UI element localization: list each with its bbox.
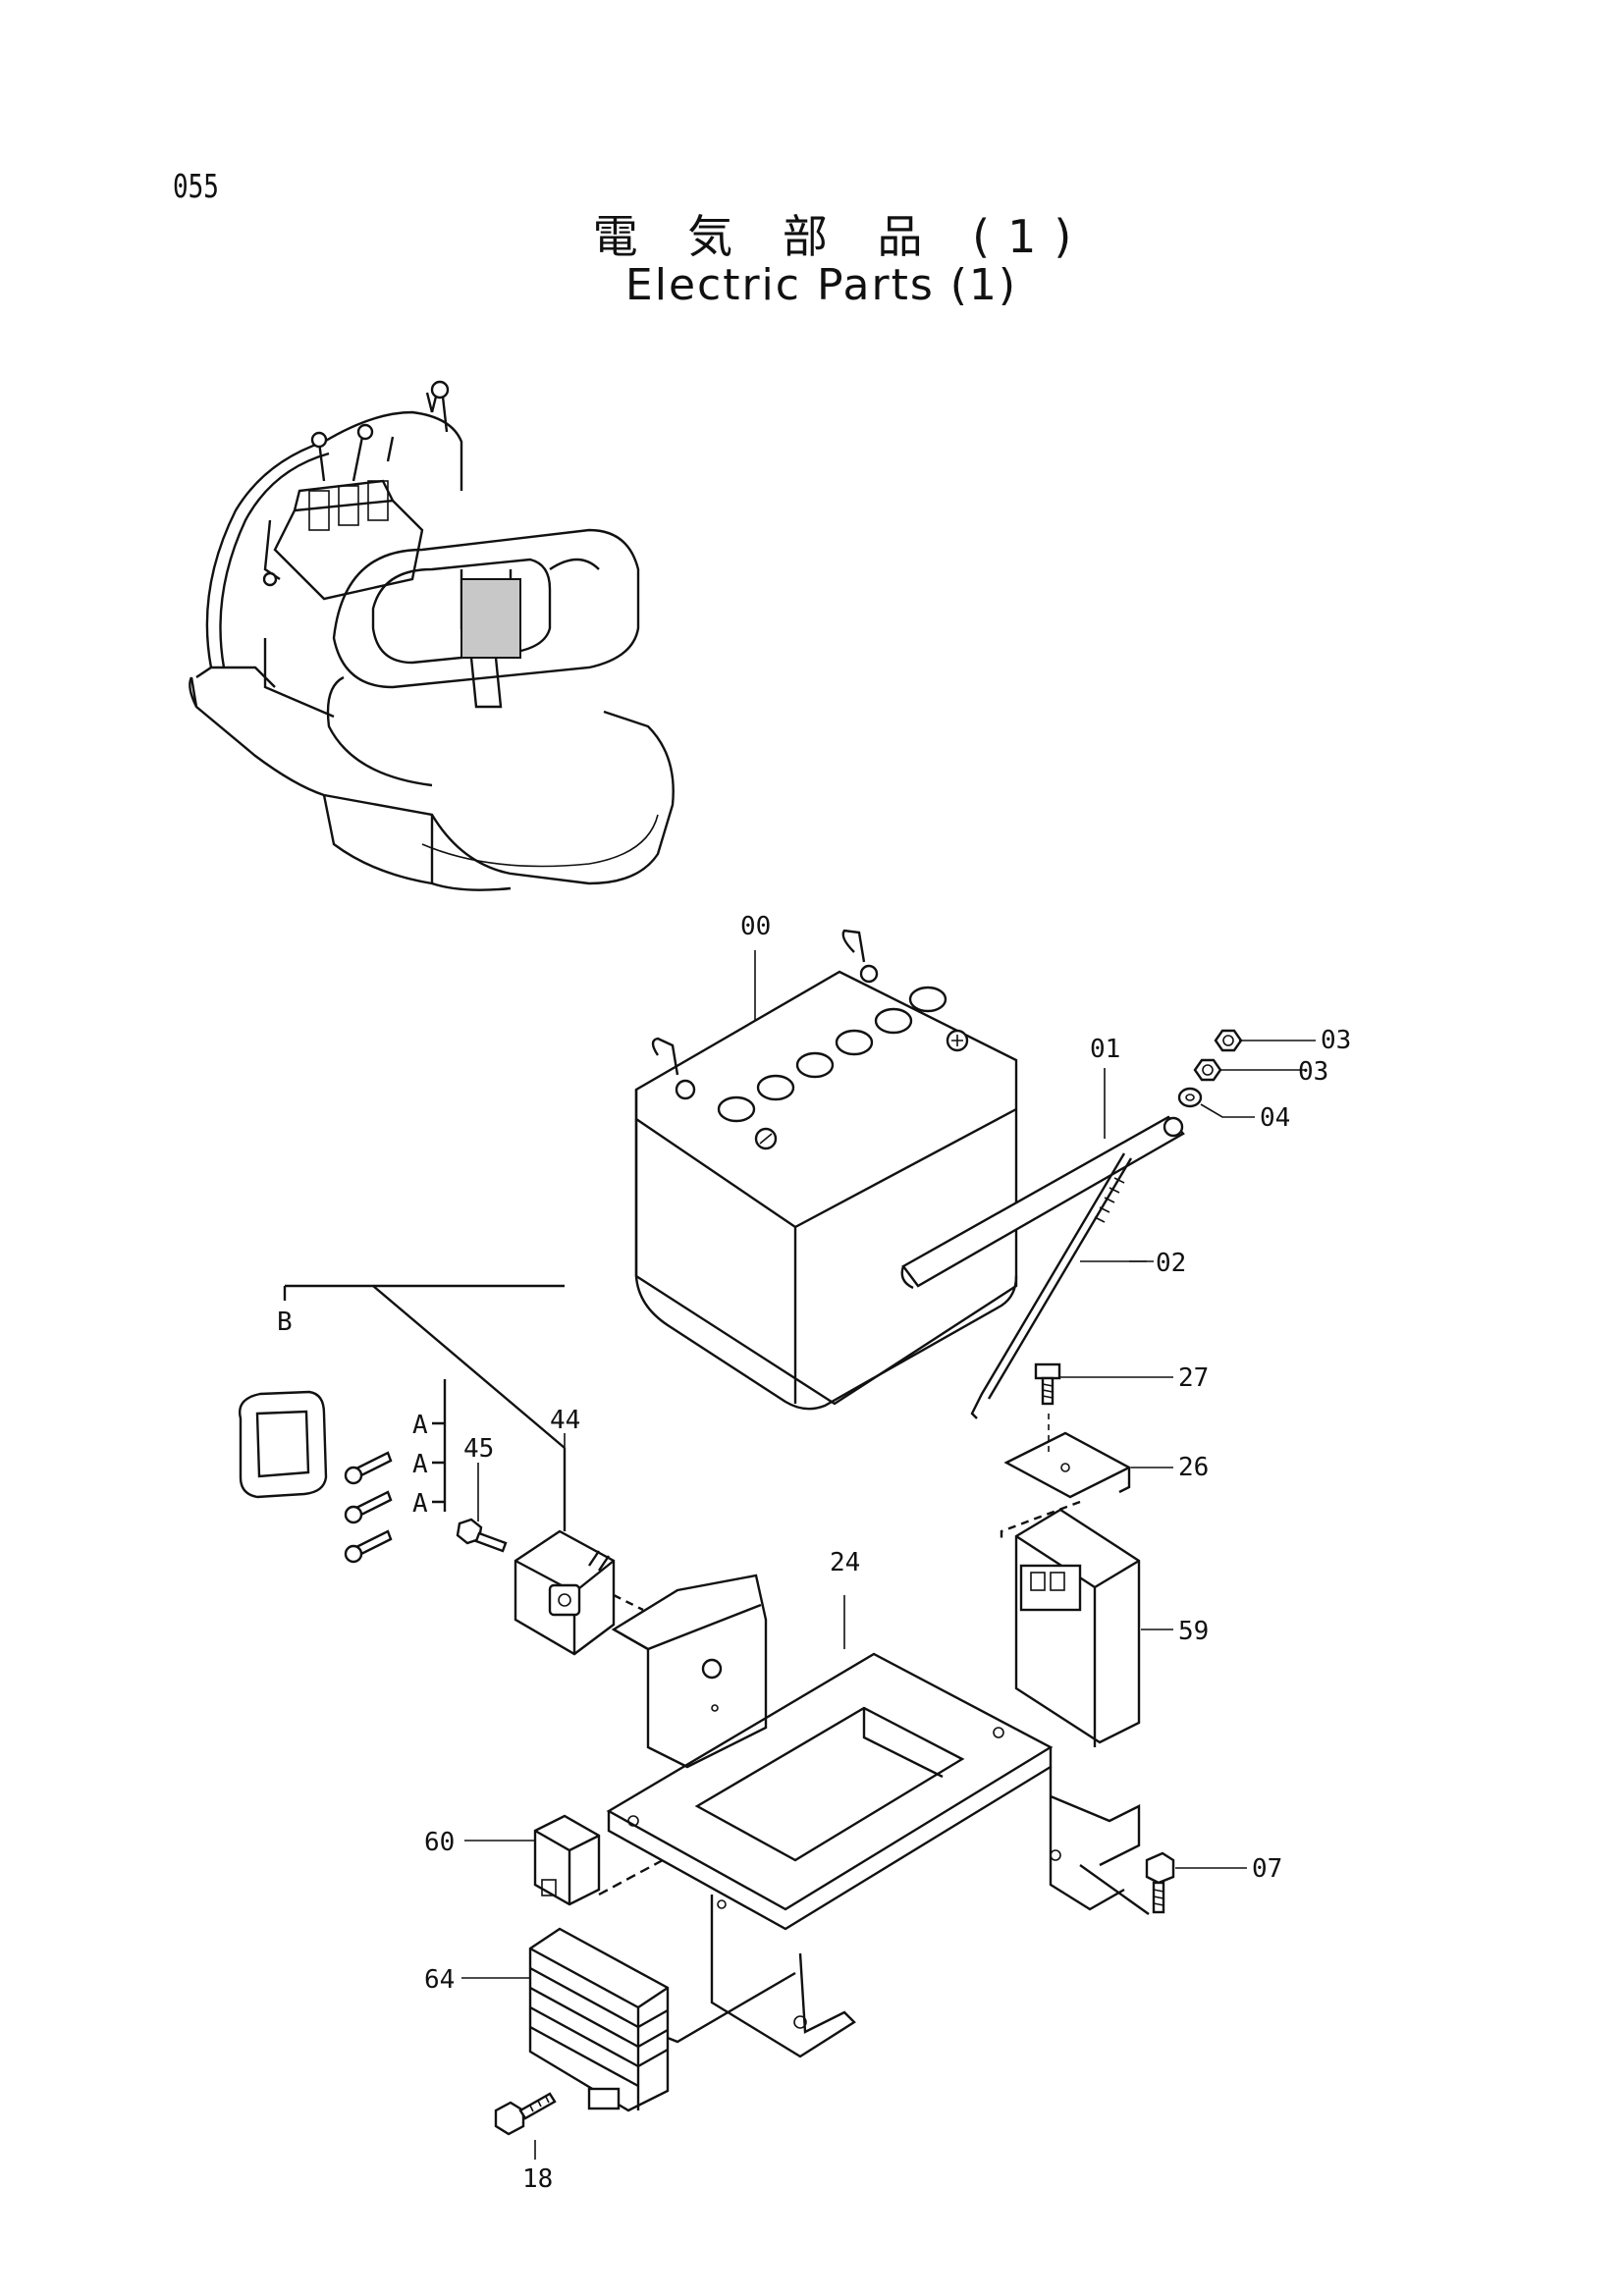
callout-04: 04: [1260, 1103, 1290, 1133]
page-title-english: Electric Parts (1): [624, 260, 1018, 310]
washer-04: [1177, 1087, 1203, 1108]
battery-00: [634, 929, 1018, 1411]
relay-44: [514, 1529, 644, 1656]
callout-07: 07: [1252, 1854, 1282, 1884]
bolt-27: [1034, 1362, 1061, 1406]
reference-A-3: A: [412, 1489, 428, 1519]
callout-59: 59: [1178, 1617, 1209, 1646]
group-bracket-B: [283, 1284, 567, 1531]
battery-hold-down-bar-01: [900, 1115, 1185, 1290]
bolt-18: [494, 2092, 557, 2136]
callout-60: 60: [424, 1828, 455, 1857]
callout-44: 44: [550, 1406, 580, 1435]
battery-hold-down-rod-02: [970, 1152, 1133, 1419]
reference-A-2: A: [412, 1450, 428, 1479]
screw-45: [456, 1518, 508, 1553]
machine-overview-illustration: [189, 380, 675, 891]
callout-03-lower: 03: [1298, 1057, 1328, 1087]
callout-02: 02: [1156, 1249, 1186, 1278]
callout-64: 64: [424, 1965, 455, 1995]
callout-27: 27: [1178, 1363, 1209, 1393]
callout-00: 00: [740, 912, 771, 941]
callout-26: 26: [1178, 1453, 1209, 1482]
regulator-64: [528, 1927, 670, 2112]
screws-A: [344, 1451, 393, 1564]
battery-cell-caps: [717, 986, 947, 1123]
reference-A-1: A: [412, 1411, 428, 1440]
relay-60: [533, 1814, 664, 1906]
page-number: 055: [173, 169, 219, 206]
controller-59: [1000, 1500, 1141, 1747]
clamp-26: [1003, 1414, 1132, 1499]
bracket-24: [606, 1574, 1141, 2058]
reference-B: B: [277, 1308, 293, 1337]
page-title-japanese: 電 気 部 品 (1): [592, 210, 1090, 263]
callout-18: 18: [522, 2164, 553, 2194]
callout-01: 01: [1090, 1035, 1120, 1064]
bolt-07: [1079, 1851, 1175, 1915]
callout-labels: 00 01 02 03 03 04 27 26 59 24 07 44 45 6…: [277, 912, 1351, 2194]
leader-lines: [461, 950, 1316, 2160]
callout-24: 24: [830, 1548, 860, 1577]
callout-45: 45: [463, 1434, 494, 1464]
grommet: [239, 1390, 328, 1499]
callout-03-upper: 03: [1321, 1026, 1351, 1055]
nut-03-upper: [1214, 1029, 1243, 1052]
nut-03-lower: [1193, 1058, 1222, 1082]
